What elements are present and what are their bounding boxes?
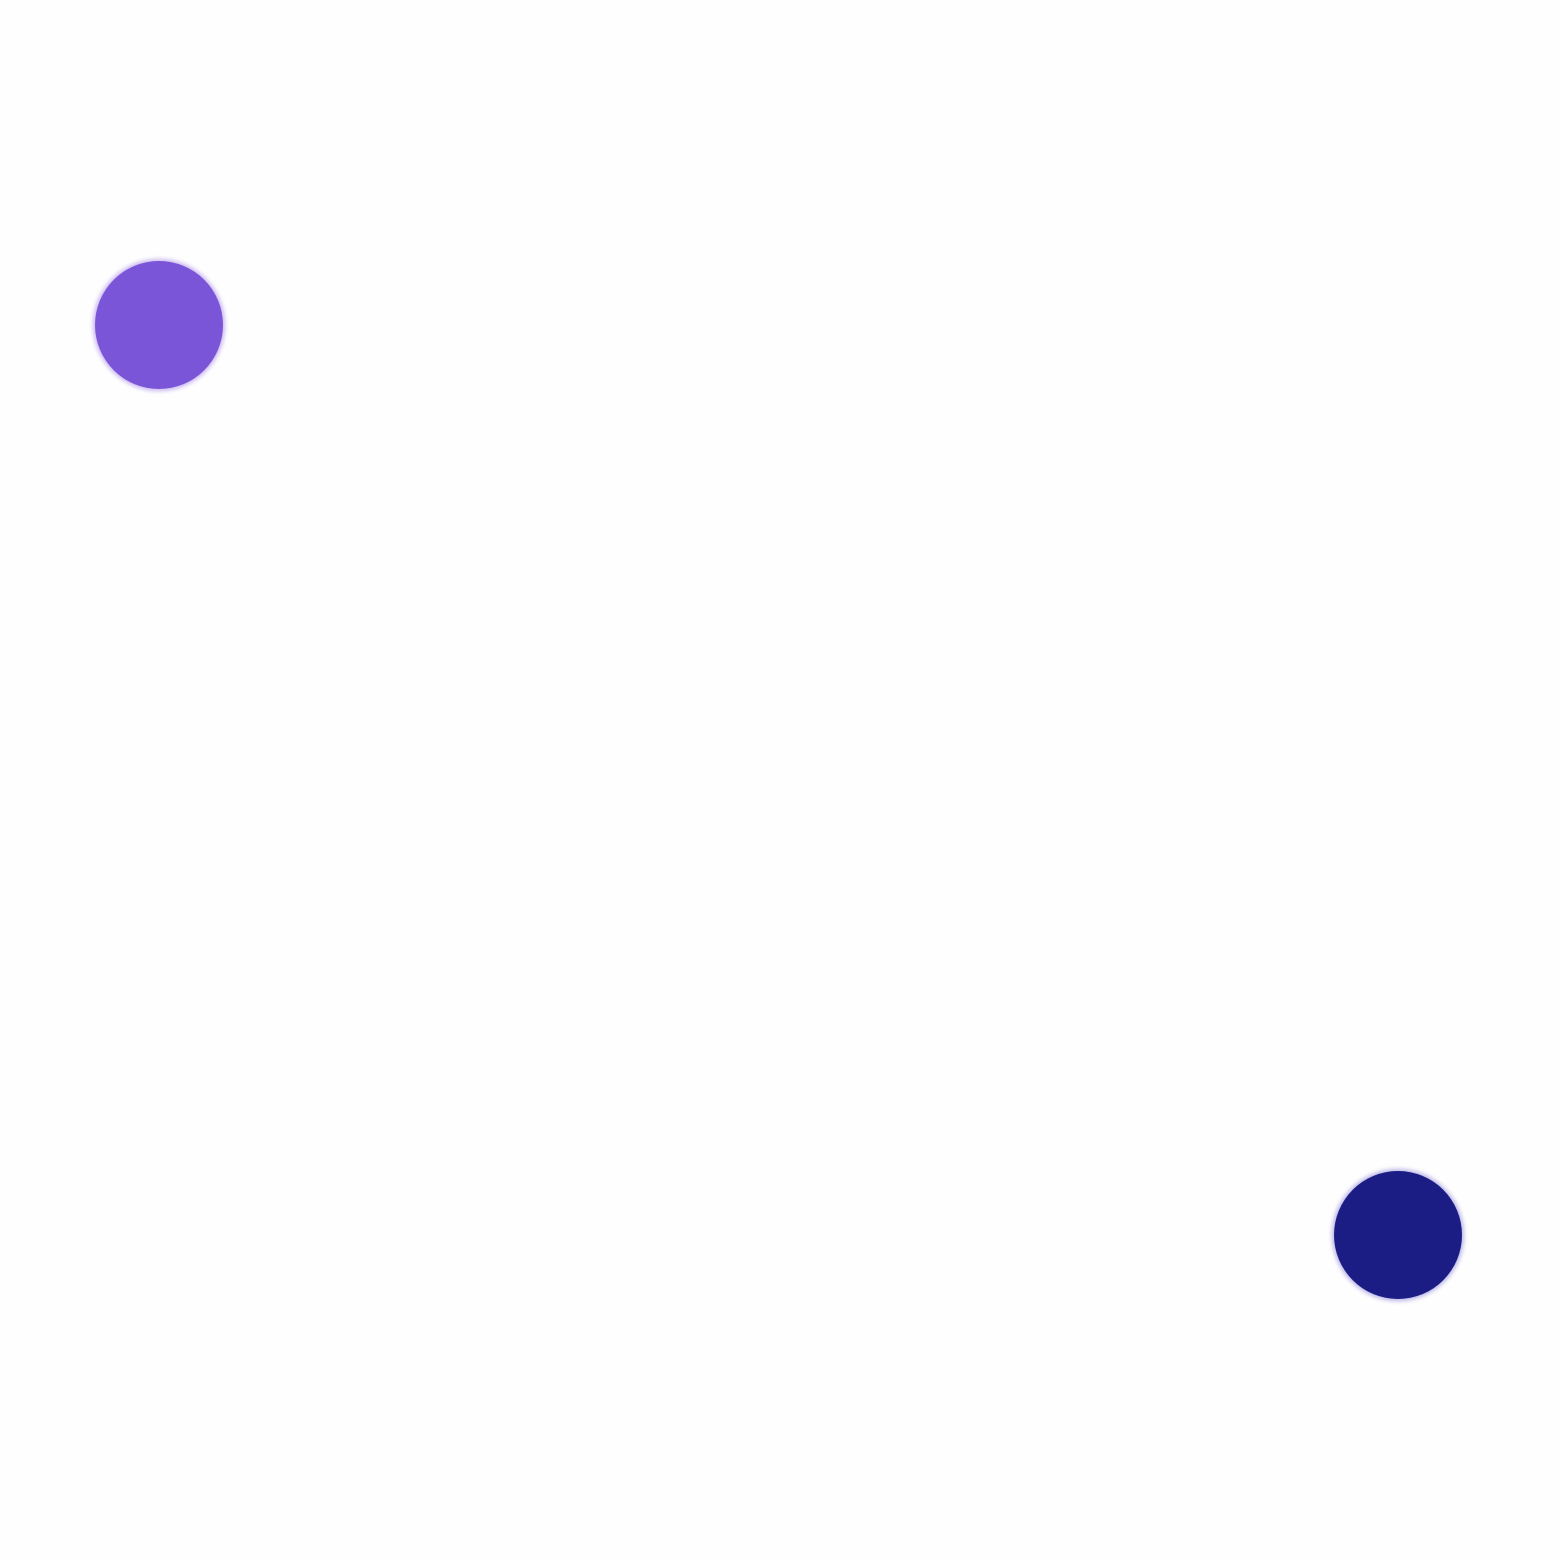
purple-circle (95, 261, 223, 389)
navy-circle (1334, 1171, 1462, 1299)
